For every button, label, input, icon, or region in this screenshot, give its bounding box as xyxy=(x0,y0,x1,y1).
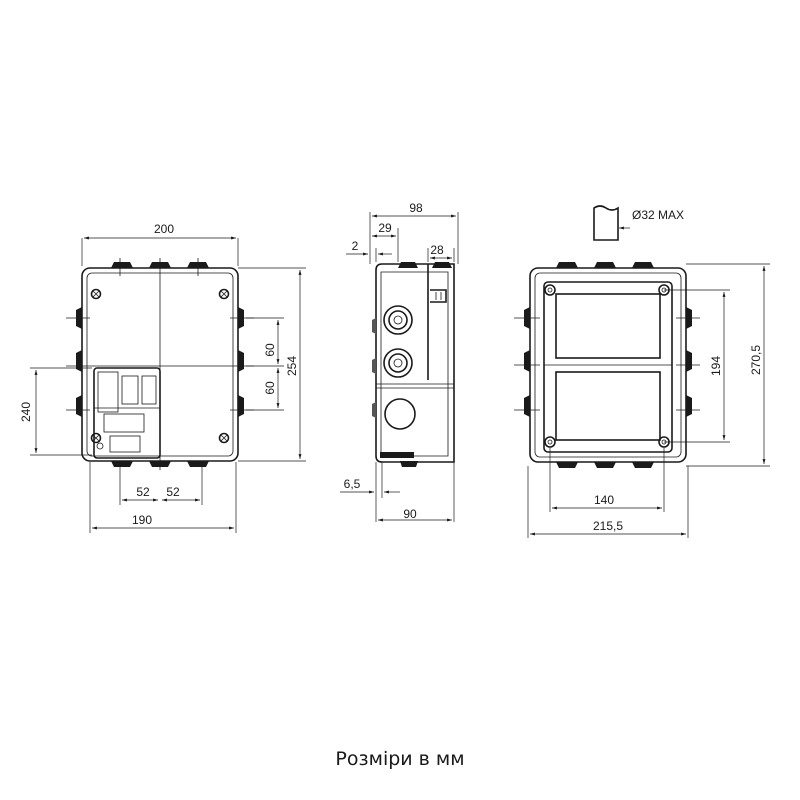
back-view: Ø32 MAX xyxy=(514,205,770,538)
side-base-label: 90 xyxy=(403,507,417,521)
front-view: 200 190 52 52 254 60 60 240 xyxy=(19,222,306,533)
cable-max-label: Ø32 MAX xyxy=(632,208,684,222)
cable-gland-bottom-row xyxy=(111,461,209,467)
front-dimensions xyxy=(30,236,306,533)
back-height-outer-label: 270,5 xyxy=(749,345,763,375)
side-dimensions xyxy=(340,212,459,522)
side-offset-28-label: 28 xyxy=(430,243,444,257)
front-spacing-upper-label: 60 xyxy=(263,343,277,357)
dimensions-caption: Розміри в мм xyxy=(335,748,465,770)
back-dimensions xyxy=(527,263,770,538)
back-width-inner-label: 140 xyxy=(594,493,614,507)
front-spacing-lower-label: 60 xyxy=(263,381,277,395)
cable-icon xyxy=(593,205,619,241)
front-height-right-label: 254 xyxy=(285,356,299,376)
side-offset-2-label: 2 xyxy=(352,239,359,253)
side-view: 98 29 2 28 6,5 90 xyxy=(340,201,459,522)
front-width-top-label: 200 xyxy=(154,222,174,236)
front-height-left-label: 240 xyxy=(19,402,33,422)
front-bottom-left-label: 52 xyxy=(136,485,150,499)
screw-icon xyxy=(544,284,670,448)
back-width-outer-label: 215,5 xyxy=(593,519,623,533)
side-depth-label: 98 xyxy=(409,201,423,215)
back-height-inner-label: 194 xyxy=(709,356,723,376)
gland-icon xyxy=(383,305,416,430)
side-wall-label: 6,5 xyxy=(344,477,361,491)
front-width-bottom-label: 190 xyxy=(132,513,152,527)
side-box-outline xyxy=(375,263,455,463)
side-offset-29-label: 29 xyxy=(378,221,392,235)
mounting-frame xyxy=(543,281,673,453)
front-bottom-right-label: 52 xyxy=(166,485,180,499)
mounting-plate xyxy=(93,367,161,459)
